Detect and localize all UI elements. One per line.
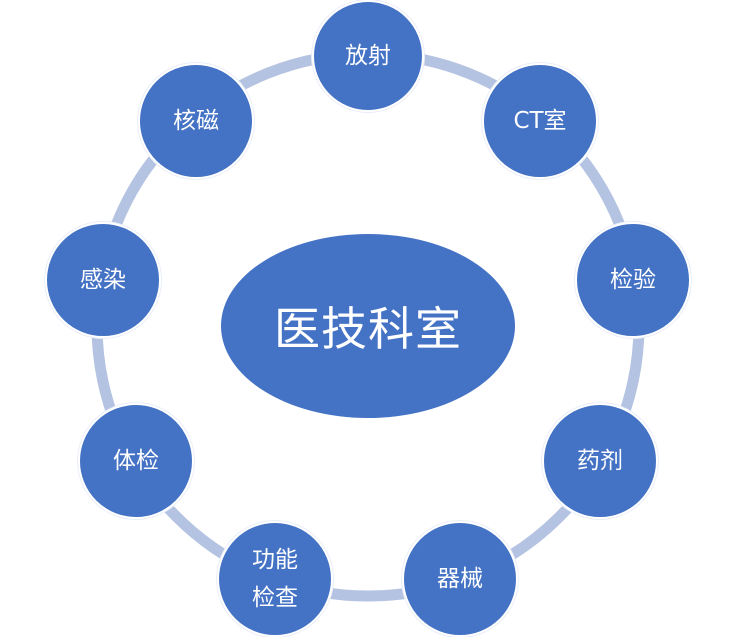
- center-node: 医技科室: [219, 232, 517, 420]
- node-label: 检验: [610, 267, 656, 293]
- node-yaoji: 药剂: [542, 403, 658, 519]
- node-label: 核磁: [173, 108, 219, 134]
- node-qixie: 器械: [402, 521, 518, 637]
- node-label: 体检: [113, 448, 159, 474]
- node-label: 器械: [437, 566, 483, 592]
- node-fangshe: 放射: [312, 0, 424, 112]
- node-label: 功能 检查: [252, 547, 298, 611]
- node-ct-room: CT室: [482, 63, 598, 179]
- node-label: 药剂: [577, 448, 623, 474]
- node-label: 放射: [345, 43, 391, 69]
- node-gongneng-jiancha: 功能 检查: [217, 521, 333, 637]
- node-ganran: 感染: [45, 222, 161, 338]
- node-jianyan: 检验: [575, 222, 691, 338]
- node-tijian: 体检: [78, 403, 194, 519]
- center-label: 医技科室: [274, 302, 462, 356]
- node-hecI: 核磁: [138, 63, 254, 179]
- node-label: 感染: [80, 267, 126, 293]
- node-label: CT室: [513, 108, 567, 134]
